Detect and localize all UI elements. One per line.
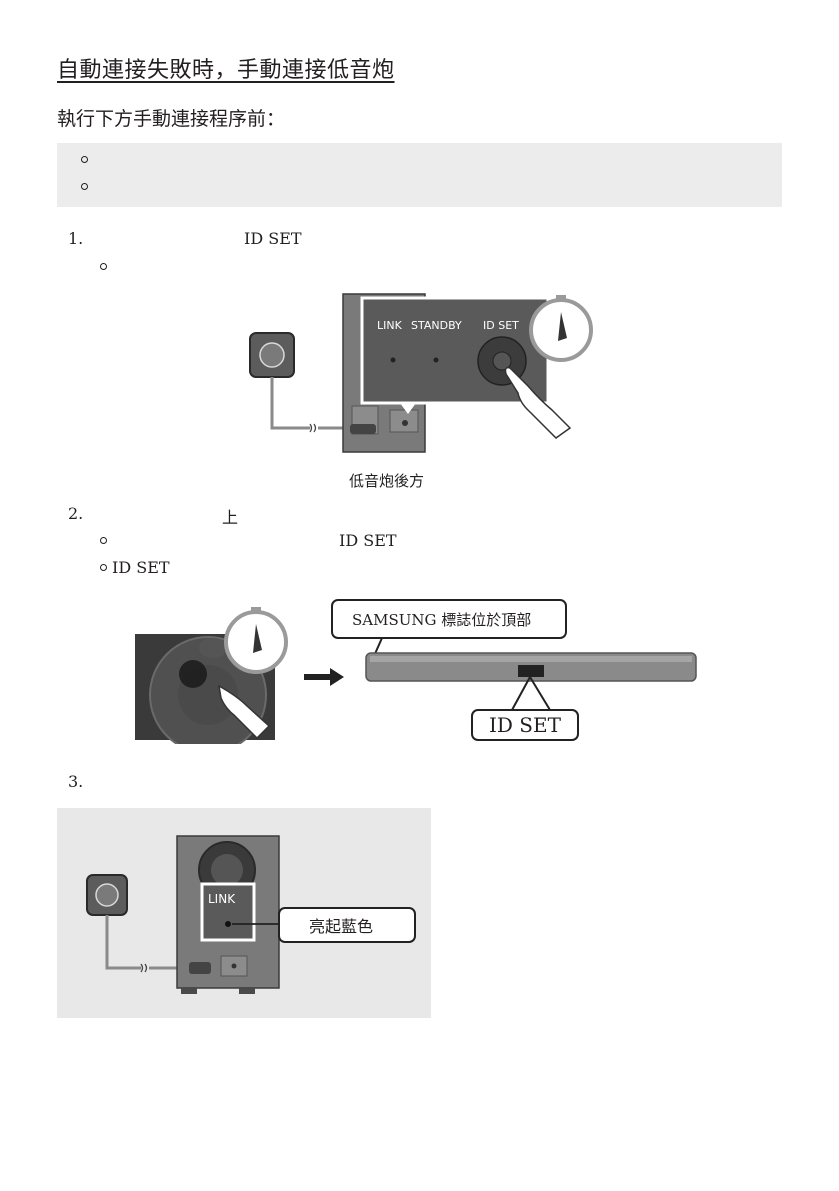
id-set-callout-text: ID SET <box>489 713 562 737</box>
samsung-logo-callout <box>331 599 567 639</box>
soundbar-figure: SAMSUNG 標誌位於頂部 ID SET <box>331 599 697 741</box>
panel-label-id-set: ID SET <box>483 319 519 332</box>
subwoofer-link-figure: LINK 亮起藍色 <box>86 835 416 994</box>
up-button-pressed[interactable] <box>179 660 207 688</box>
link-panel-label: LINK <box>208 892 236 906</box>
bullet-icon <box>100 564 107 571</box>
power-outlet-icon <box>86 874 128 916</box>
timer-icon <box>224 607 288 674</box>
step-2-sub-id-set-1: ID SET <box>339 531 397 550</box>
samsung-logo-callout-text: SAMSUNG 標誌位於頂部 <box>352 611 531 629</box>
step-2-up-char: 上 <box>222 508 239 527</box>
link-led <box>390 357 396 363</box>
timer-icon <box>529 295 593 362</box>
note-box <box>57 143 782 207</box>
bullet-icon <box>81 156 88 163</box>
link-led <box>225 921 231 927</box>
page-title: 自動連接失敗時，手動連接低音炮 <box>57 58 395 83</box>
bullet-icon <box>81 183 88 190</box>
step-2-number: 2. <box>68 504 84 523</box>
link-panel-zoom <box>200 882 256 942</box>
step-3-figure-panel: LINK 亮起藍色 <box>57 808 431 1018</box>
panel-label-link: LINK <box>377 319 403 332</box>
remote-figure <box>135 607 288 744</box>
power-outlet-icon <box>249 332 295 378</box>
figure-1-caption: 低音炮後方 <box>349 472 425 490</box>
standby-led <box>433 357 439 363</box>
power-cable <box>105 915 141 970</box>
bullet-icon <box>100 537 107 544</box>
panel-label-standby: STANDBY <box>411 319 462 332</box>
pressing-hand-icon <box>504 366 572 439</box>
right-arrow-icon <box>304 668 344 686</box>
power-cable <box>270 377 310 430</box>
id-set-callout <box>471 709 579 741</box>
step-1-id-set-label: ID SET <box>244 229 302 248</box>
step-2-sub-id-set-2: ID SET <box>112 558 170 577</box>
blue-light-callout-text: 亮起藍色 <box>309 917 373 936</box>
subwoofer-rear-figure: LINK STANDBY ID SET <box>249 293 593 453</box>
pressing-hand-icon <box>218 684 271 740</box>
soundbar-id-set-button[interactable] <box>518 665 544 677</box>
section-subtitle: 執行下方手動連接程序前： <box>57 108 286 130</box>
step-3-number: 3. <box>68 772 84 791</box>
blue-light-callout <box>278 907 416 943</box>
step-1-number: 1. <box>68 229 84 248</box>
bullet-icon <box>100 263 107 270</box>
